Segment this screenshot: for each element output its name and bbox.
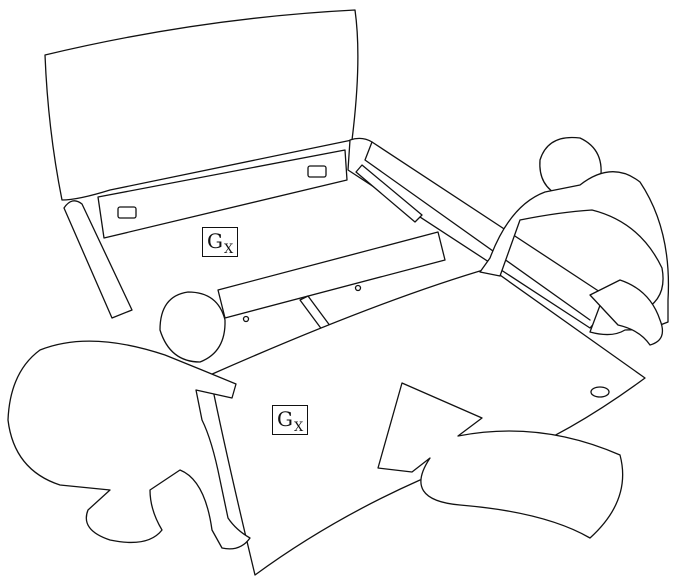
beam-screw-right: [354, 284, 362, 292]
label-lower-main: G: [277, 407, 293, 431]
label-upper-main: G: [207, 229, 223, 253]
label-lower-sub: X: [293, 420, 304, 435]
bracket-left: [117, 206, 137, 219]
beam-screw-left: [242, 315, 250, 323]
gas-strut: [355, 164, 423, 223]
bracket-right: [307, 165, 327, 178]
part-label-upper: GX: [202, 227, 239, 257]
person-right: [479, 136, 670, 346]
right-rail-edge: [364, 141, 591, 321]
label-upper-sub: X: [223, 242, 234, 257]
part-label-lower: GX: [272, 405, 309, 435]
person-left: [7, 291, 251, 550]
back-rail: [97, 149, 348, 239]
panel-hole: [590, 386, 610, 398]
rotation-arrow: [377, 382, 624, 539]
headboard: [44, 9, 359, 201]
center-beam: [217, 231, 446, 319]
left-side-rail: [63, 200, 133, 319]
